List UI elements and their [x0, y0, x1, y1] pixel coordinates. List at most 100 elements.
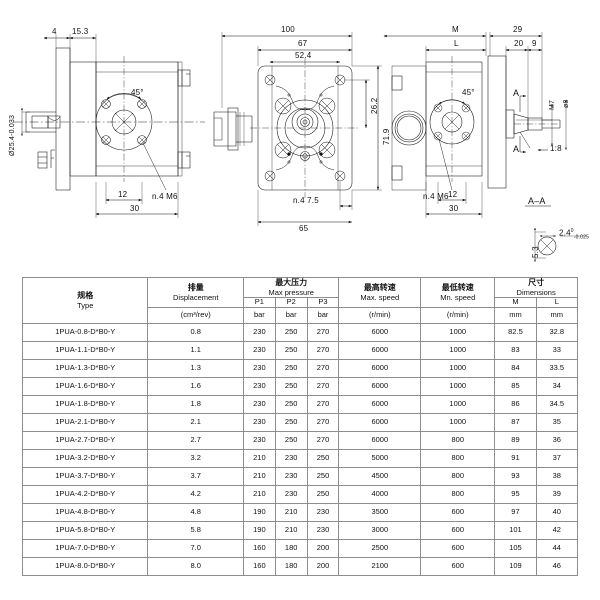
header-min-speed-en: Mn. speed — [440, 292, 476, 302]
cell-p2: 250 — [274, 377, 308, 396]
cell-displacement: 4.2 — [147, 485, 244, 504]
unit-l: mm — [535, 307, 579, 324]
cell-p3: 250 — [306, 449, 340, 468]
cell-min-speed: 1000 — [420, 395, 496, 414]
cell-m: 93 — [494, 467, 537, 486]
unit-m: mm — [494, 307, 537, 324]
dim-right-d8: ø8 — [563, 99, 570, 108]
section-title-aa: A–A — [528, 196, 546, 206]
section-arrow-a-bottom: A — [513, 144, 520, 154]
cell-type: 1PUA-7.0-D*B0-Y — [21, 539, 149, 558]
cell-l: 36 — [535, 431, 579, 450]
cell-l: 35 — [535, 413, 579, 432]
cell-p2: 250 — [274, 395, 308, 414]
unit-p1: bar — [242, 307, 276, 324]
cell-p2: 250 — [274, 431, 308, 450]
cell-p2: 210 — [274, 521, 308, 540]
cell-p3: 200 — [306, 539, 340, 558]
header-row-main: 规格 Type 排量 Displacement 最大压力 Max pressur… — [21, 276, 578, 324]
cell-max-speed: 4500 — [338, 467, 422, 486]
cell-p2: 250 — [274, 341, 308, 360]
cell-displacement: 0.8 — [147, 323, 244, 342]
cell-min-speed: 800 — [420, 449, 496, 468]
cell-p3: 270 — [306, 413, 340, 432]
cell-displacement: 7.0 — [147, 539, 244, 558]
header-max-speed-en: Max. speed — [360, 292, 400, 302]
header-type-cn: 规格 — [77, 290, 94, 300]
cell-type: 1PUA-3.7-D*B0-Y — [21, 467, 149, 486]
cell-p3: 270 — [306, 323, 340, 342]
cell-l: 34.5 — [535, 395, 579, 414]
cell-min-speed: 1000 — [420, 359, 496, 378]
cell-max-speed: 6000 — [338, 377, 422, 396]
unit-p2: bar — [274, 307, 308, 324]
cell-m: 82.5 — [494, 323, 537, 342]
cell-p1: 230 — [242, 377, 276, 396]
cell-max-speed: 3500 — [338, 503, 422, 522]
cell-displacement: 2.1 — [147, 413, 244, 432]
cell-m: 105 — [494, 539, 537, 558]
dim-right-30: 30 — [449, 204, 459, 213]
cell-min-speed: 1000 — [420, 341, 496, 360]
dim-taper-ratio: 1:8 — [550, 144, 562, 153]
cell-m: 85 — [494, 377, 537, 396]
cell-l: 46 — [535, 557, 579, 576]
cell-p3: 270 — [306, 431, 340, 450]
table-head: 规格 Type 排量 Displacement 最大压力 Max pressur… — [21, 276, 579, 324]
cell-displacement: 3.7 — [147, 467, 244, 486]
cell-max-speed: 4000 — [338, 485, 422, 504]
cell-l: 33.5 — [535, 359, 579, 378]
cell-m: 84 — [494, 359, 537, 378]
cell-min-speed: 800 — [420, 467, 496, 486]
cell-max-speed: 3000 — [338, 521, 422, 540]
subheader-p2: P2 — [274, 297, 308, 308]
subheader-l: L — [535, 297, 579, 308]
unit-p3: bar — [306, 307, 340, 324]
cell-p1: 190 — [242, 503, 276, 522]
tolerance-lower: -0.025 — [573, 234, 590, 241]
cell-p3: 230 — [306, 503, 340, 522]
tolerance-upper: 0 — [570, 228, 574, 234]
cell-p1: 210 — [242, 449, 276, 468]
cell-type: 1PUA-1.8-D*B0-Y — [21, 395, 149, 414]
cell-p1: 210 — [242, 467, 276, 486]
cell-max-speed: 6000 — [338, 413, 422, 432]
dim-right-12: 12 — [448, 190, 458, 199]
cell-type: 1PUA-4.8-D*B0-Y — [21, 503, 149, 522]
cell-p2: 250 — [274, 323, 308, 342]
cell-type: 1PUA-2.7-D*B0-Y — [21, 431, 149, 450]
cell-max-speed: 6000 — [338, 341, 422, 360]
dim-right-45deg: 45° — [462, 88, 475, 97]
cell-m: 83 — [494, 341, 537, 360]
cell-max-speed: 5000 — [338, 449, 422, 468]
cell-p1: 230 — [242, 359, 276, 378]
dim-right-9: 9 — [532, 39, 537, 48]
cell-displacement: 5.8 — [147, 521, 244, 540]
cell-m: 87 — [494, 413, 537, 432]
dim-left-45deg: 45° — [131, 88, 144, 97]
cell-p1: 190 — [242, 521, 276, 540]
dim-right-20: 20 — [514, 39, 524, 48]
header-dimensions-en: Dimensions — [516, 288, 556, 297]
cell-max-speed: 2500 — [338, 539, 422, 558]
cell-p3: 270 — [306, 341, 340, 360]
cell-p3: 230 — [306, 521, 340, 540]
subheader-p3: P3 — [306, 297, 340, 308]
cell-p2: 250 — [274, 413, 308, 432]
cell-p1: 160 — [242, 539, 276, 558]
header-max-pressure-en: Max pressure — [268, 288, 314, 297]
cell-p2: 180 — [274, 539, 308, 558]
dim-left-n4-m6: n.4 M6 — [152, 192, 178, 201]
technical-drawing: 4 15.3 45° 12 30 n.4 M6 Ø25.4-0.033 100 … — [0, 0, 600, 268]
cell-min-speed: 600 — [420, 521, 496, 540]
cell-min-speed: 1000 — [420, 413, 496, 432]
